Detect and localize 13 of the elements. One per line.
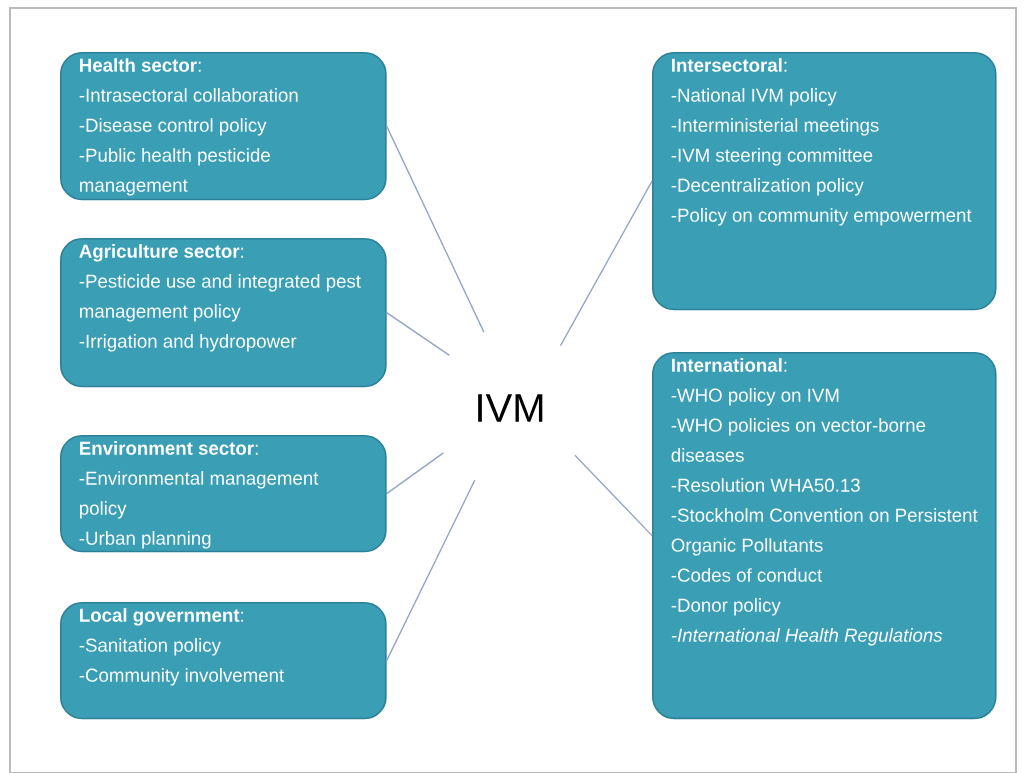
connector-line	[386, 479, 476, 662]
sector-box: Agriculture sector: -Pesticide use and integrated pest management policy -Irrigation and hydropower	[60, 238, 387, 388]
connector-line	[386, 125, 485, 333]
connector-line	[574, 454, 653, 537]
connector-line	[386, 312, 451, 356]
sector-box: Local government: -Sanitation policy -Community involvement	[60, 602, 387, 720]
sector-box: Environment sector: -Environmental management policy -Urban planning	[60, 435, 387, 553]
center-label: IVM	[478, 394, 543, 422]
sector-box: International: -WHO policy on IVM -WHO policies on vector-borne diseases -Resolution WHA50.13 -Stockholm Convention on Persistent Organic Pollutants -Codes of conduct -Donor policy -International Health Regulations	[652, 352, 997, 720]
connector-line	[386, 452, 445, 495]
sector-box: Health sector: -Intrasectoral collaboration -Disease control policy -Public health pesticide management	[60, 52, 387, 201]
sector-box: Intersectoral: -National IVM policy -Interministerial meetings -IVM steering committee -Decentralization policy -Policy on community empowerment	[652, 52, 997, 311]
connector-line	[559, 180, 653, 347]
